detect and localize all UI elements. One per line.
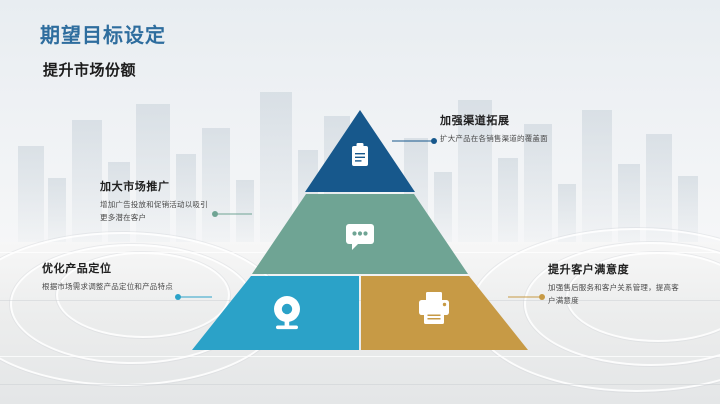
callout-description: 根据市场需求调整产品定位和产品特点 (42, 282, 173, 292)
connector-promotion (212, 211, 252, 217)
callout-description: 扩大产品在各销售渠道的覆盖面 (440, 134, 548, 144)
page-title: 期望目标设定 (40, 25, 166, 47)
callout-product: 优化产品定位 根据市场需求调整产品定位和产品特点 (42, 262, 177, 294)
page-subtitle: 提升市场份额 (43, 62, 137, 79)
pyramid-level-promotion[interactable] (252, 194, 468, 274)
callout-description: 加强售后服务和客户关系管理，提高客户满意度 (548, 283, 679, 305)
connector-product (175, 294, 212, 300)
callout-description: 增加广告投放和促销活动以吸引更多潜在客户 (100, 200, 208, 222)
callout-title: 加大市场推广 (100, 181, 170, 193)
clipboard-icon (352, 143, 368, 166)
callout-customer: 提升客户满意度 加强售后服务和客户关系管理，提高客户满意度 (548, 263, 686, 307)
callout-channel: 加强渠道拓展 扩大产品在各销售渠道的覆盖面 (440, 114, 558, 146)
connector-channel (392, 138, 437, 144)
pyramid-level-customer[interactable] (361, 276, 528, 350)
callout-title: 提升客户满意度 (548, 264, 630, 276)
connector-customer (508, 294, 545, 300)
pyramid-level-product[interactable] (192, 276, 359, 350)
title-block: 期望目标设定 提升市场份额 (40, 24, 166, 80)
callout-promotion: 加大市场推广 增加广告投放和促销活动以吸引更多潜在客户 (100, 180, 212, 224)
callout-title: 优化产品定位 (42, 263, 112, 275)
callout-title: 加强渠道拓展 (440, 115, 510, 127)
pyramid-level-channel[interactable] (305, 110, 415, 192)
